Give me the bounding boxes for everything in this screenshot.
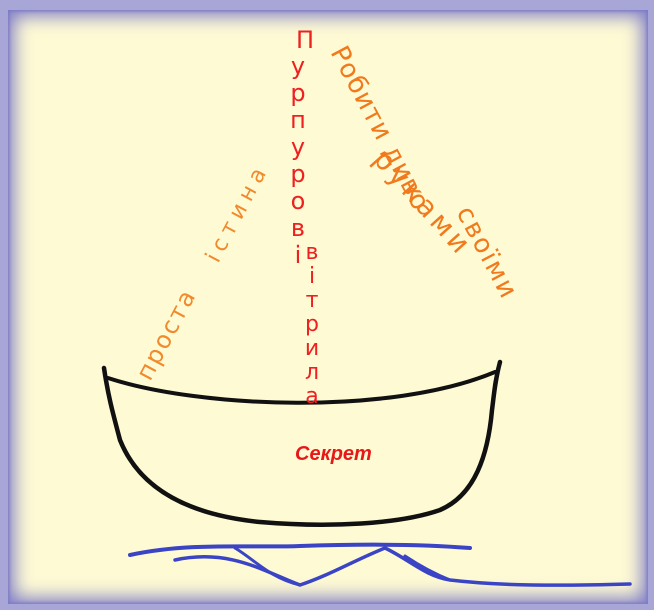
- right-sail-line-3: руками: [367, 143, 480, 263]
- boat-label: Секрет: [295, 443, 372, 465]
- left-sail-word-upper: істина: [201, 159, 274, 267]
- left-sail-word-lower: проста: [131, 284, 202, 385]
- mast-word-2: вітрила: [300, 240, 325, 408]
- wave-crest-4: [405, 556, 450, 580]
- wave-line: [130, 545, 470, 555]
- mast-word-1: урпурові: [284, 52, 312, 268]
- mast-initial-letter: П: [296, 26, 314, 54]
